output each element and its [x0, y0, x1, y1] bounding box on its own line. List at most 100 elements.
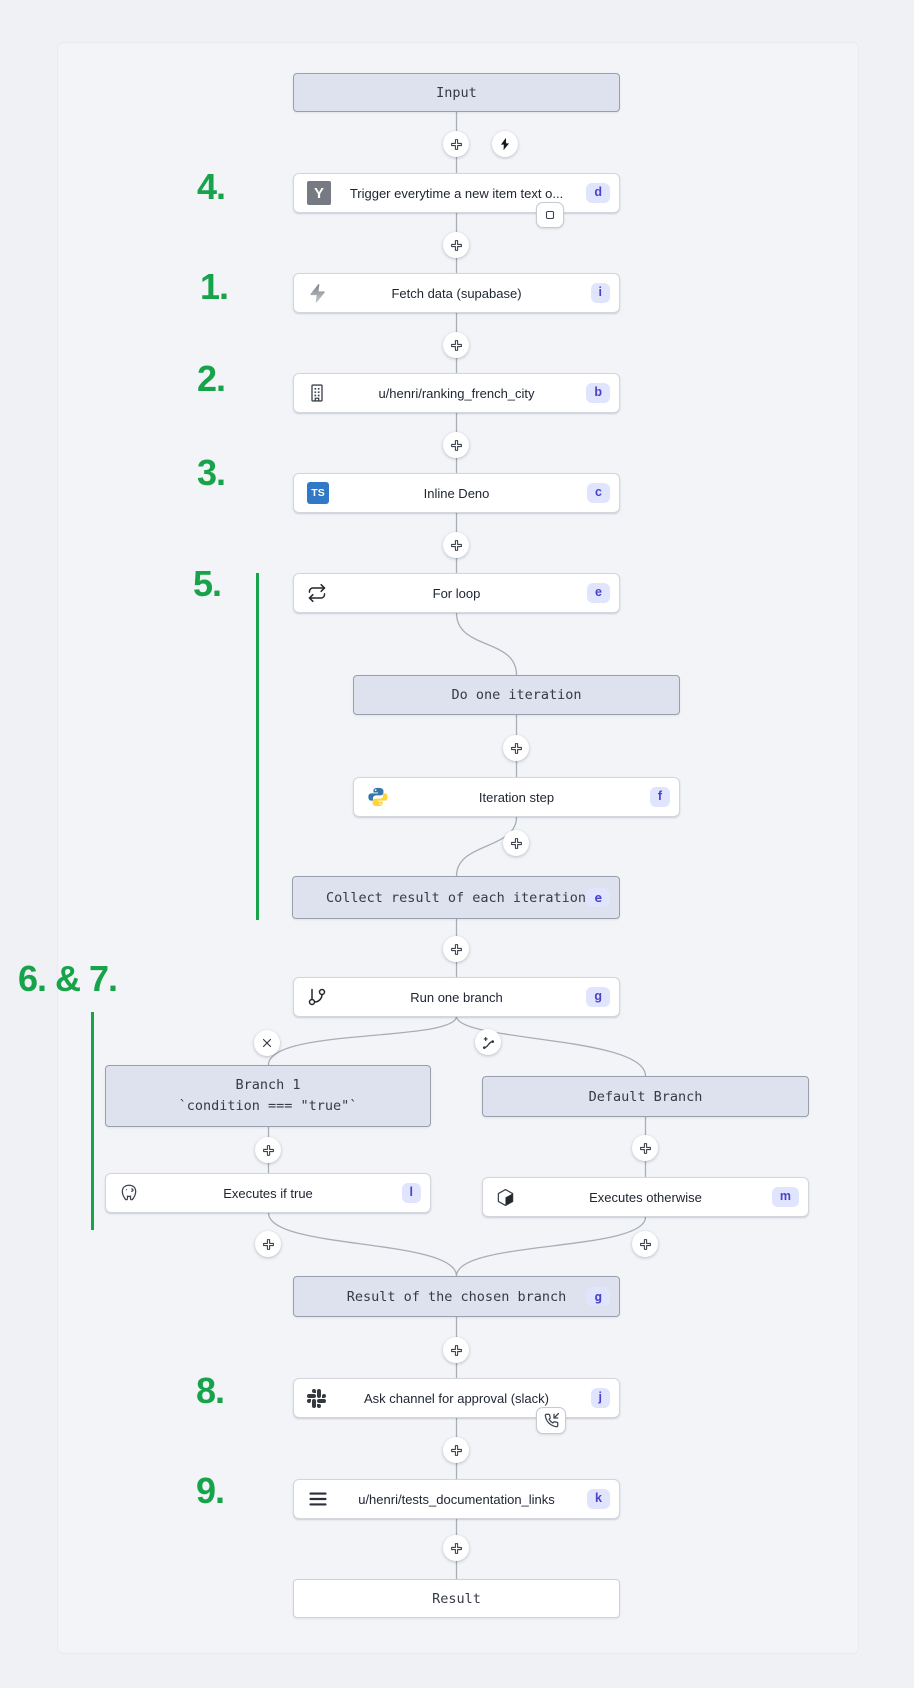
- step-number-3: 3.: [197, 452, 226, 493]
- collect-result-node[interactable]: Collect result of each iteration e: [292, 876, 620, 919]
- square-icon: [545, 210, 555, 220]
- plus-icon: [262, 1238, 274, 1250]
- do-one-iteration-node[interactable]: Do one iteration: [353, 675, 680, 715]
- node-run-one-branch-badge: g: [586, 987, 610, 1007]
- result-node[interactable]: Result: [293, 1579, 620, 1618]
- node-for-loop-badge: e: [587, 583, 610, 603]
- node-iteration-step[interactable]: Iteration step f: [353, 777, 680, 817]
- step-group-line-6-7: [91, 1012, 94, 1230]
- node-iteration-step-badge: f: [649, 787, 670, 807]
- plus-icon: [639, 1238, 651, 1250]
- branch-add-icon: [482, 1036, 494, 1049]
- node-trigger[interactable]: Y Trigger everytime a new item text o...…: [293, 173, 620, 213]
- node-inline-deno-label: Inline Deno: [423, 485, 490, 501]
- phone-incoming-icon: [544, 1413, 559, 1428]
- postgresql-icon: [119, 1183, 139, 1203]
- node-executes-otherwise[interactable]: Executes otherwise m: [482, 1177, 809, 1217]
- add-step-button[interactable]: [443, 1535, 469, 1561]
- node-ask-approval-label: Ask channel for approval (slack): [364, 1390, 549, 1406]
- add-step-button[interactable]: [443, 432, 469, 458]
- menu-icon: [307, 1489, 329, 1509]
- branch-1-title: Branch 1: [235, 1077, 301, 1094]
- input-node[interactable]: Input: [293, 73, 620, 112]
- step-group-line-5: [256, 573, 259, 920]
- node-ask-approval[interactable]: Ask channel for approval (slack) j: [293, 1378, 620, 1418]
- hackernews-icon: Y: [307, 181, 331, 205]
- node-trigger-label: Trigger everytime a new item text o...: [349, 185, 564, 201]
- node-inline-deno[interactable]: TS Inline Deno c: [293, 473, 620, 513]
- node-trigger-badge: d: [586, 183, 610, 203]
- add-step-button[interactable]: [255, 1137, 281, 1163]
- do-one-iteration-label: Do one iteration: [451, 687, 582, 703]
- add-step-button[interactable]: [443, 936, 469, 962]
- chosen-branch-result-badge: g: [586, 1286, 610, 1307]
- plus-icon: [262, 1144, 274, 1156]
- plus-icon: [450, 1444, 462, 1456]
- node-fetch-data[interactable]: Fetch data (supabase) i: [293, 273, 620, 313]
- step-number-8: 8.: [196, 1370, 225, 1411]
- add-branch-button[interactable]: [475, 1029, 501, 1055]
- add-step-button[interactable]: [443, 1337, 469, 1363]
- default-branch-label: Default Branch: [588, 1088, 703, 1105]
- remove-branch-button[interactable]: [254, 1030, 280, 1056]
- add-step-button[interactable]: [255, 1231, 281, 1257]
- plus-icon: [450, 539, 462, 551]
- plus-icon: [450, 1542, 462, 1554]
- plus-icon: [450, 138, 462, 150]
- branch-1-node[interactable]: Branch 1 `condition === "true"`: [105, 1065, 431, 1127]
- git-branch-icon: [307, 987, 327, 1007]
- step-number-6-7: 6. & 7.: [18, 958, 118, 999]
- suspend-approval-button[interactable]: [536, 1407, 566, 1434]
- node-tests-documentation-links[interactable]: u/henri/tests_documentation_links k: [293, 1479, 620, 1519]
- step-number-1: 1.: [200, 266, 229, 307]
- plus-icon: [510, 837, 522, 849]
- stop-after-trigger-button[interactable]: [536, 202, 564, 228]
- default-branch-node[interactable]: Default Branch: [482, 1076, 809, 1117]
- result-node-label: Result: [432, 1590, 481, 1607]
- add-step-button[interactable]: [443, 532, 469, 558]
- node-ranking-french-city[interactable]: u/henri/ranking_french_city b: [293, 373, 620, 413]
- node-ranking-french-city-label: u/henri/ranking_french_city: [378, 385, 535, 401]
- python-icon: [367, 786, 389, 808]
- node-executes-otherwise-label: Executes otherwise: [589, 1189, 702, 1205]
- add-step-button[interactable]: [443, 131, 469, 157]
- node-run-one-branch[interactable]: Run one branch g: [293, 977, 620, 1017]
- plus-icon: [450, 439, 462, 451]
- collect-result-badge: e: [586, 887, 610, 908]
- branch-1-condition: `condition === "true"`: [178, 1098, 358, 1114]
- repeat-icon: [307, 583, 327, 603]
- add-step-button[interactable]: [443, 232, 469, 258]
- node-run-one-branch-label: Run one branch: [410, 989, 503, 1005]
- plus-icon: [510, 742, 522, 754]
- add-step-button[interactable]: [443, 332, 469, 358]
- step-number-9: 9.: [196, 1470, 225, 1511]
- node-executes-otherwise-badge: m: [771, 1187, 799, 1207]
- building-icon: [307, 383, 327, 403]
- close-icon: [262, 1038, 272, 1048]
- node-executes-if-true[interactable]: Executes if true l: [105, 1173, 431, 1213]
- plus-icon: [450, 239, 462, 251]
- chosen-branch-result-label: Result of the chosen branch: [346, 1288, 567, 1305]
- add-step-button[interactable]: [632, 1231, 658, 1257]
- node-executes-if-true-label: Executes if true: [223, 1185, 313, 1201]
- add-step-button[interactable]: [443, 1437, 469, 1463]
- add-step-button[interactable]: [632, 1135, 658, 1161]
- collect-result-label: Collect result of each iteration: [325, 889, 587, 906]
- supabase-icon: [307, 283, 327, 303]
- add-step-button[interactable]: [503, 830, 529, 856]
- node-for-loop-label: For loop: [432, 585, 481, 601]
- node-for-loop[interactable]: For loop e: [293, 573, 620, 613]
- node-tests-documentation-links-label: u/henri/tests_documentation_links: [358, 1491, 555, 1507]
- step-number-2: 2.: [197, 358, 226, 399]
- chosen-branch-result-node[interactable]: Result of the chosen branch g: [293, 1276, 620, 1317]
- node-fetch-data-label: Fetch data (supabase): [391, 285, 522, 301]
- add-step-button[interactable]: [503, 735, 529, 761]
- plus-icon: [639, 1142, 651, 1154]
- step-number-4: 4.: [197, 166, 226, 207]
- add-trigger-button[interactable]: [492, 131, 518, 157]
- plus-icon: [450, 1344, 462, 1356]
- lightning-icon: [500, 137, 510, 151]
- node-ask-approval-badge: j: [590, 1388, 610, 1408]
- node-fetch-data-badge: i: [590, 283, 610, 303]
